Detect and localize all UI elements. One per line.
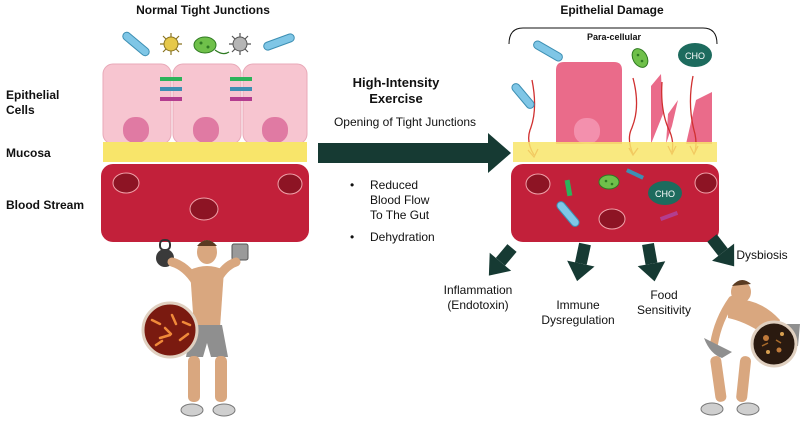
exercise-label-line2: Exercise [369, 91, 423, 106]
opening-label: Opening of Tight Junctions [334, 115, 476, 129]
rod-bacterium [122, 31, 150, 57]
red-blood-cell [277, 173, 303, 195]
left-mucosa [103, 142, 307, 162]
bullet-list: • Reduced Blood Flow To The Gut • Dehydr… [350, 178, 435, 244]
outcome-inflammation-line2: (Endotoxin) [447, 298, 508, 312]
virus-icon [160, 33, 182, 55]
paracellular-brace [508, 27, 718, 45]
bullet-2-line1: Dehydration [370, 230, 435, 244]
main-arrow [318, 133, 511, 173]
exercise-label-line1: High-Intensity [353, 75, 440, 90]
outcome-food-line1: Food [650, 288, 677, 302]
rod-bacterium [511, 83, 535, 109]
rod-bacterium [533, 40, 563, 62]
nucleus [193, 117, 219, 143]
purple-fragment [659, 211, 679, 221]
outcome-inflammation-line1: Inflammation [444, 283, 513, 297]
right-microbes-top: CHO [511, 40, 712, 109]
rod-bacterium [556, 201, 580, 227]
blue-fragment [625, 168, 645, 180]
arrow-dysbiosis [707, 234, 735, 267]
outcome-food-line2: Sensitivity [637, 303, 691, 317]
label-mucosa: Mucosa [6, 146, 51, 160]
red-blood-cell [112, 172, 140, 194]
bullet-2-marker: • [350, 230, 354, 244]
rod-bacterium [263, 33, 295, 51]
label-cells: Cells [6, 103, 35, 117]
green-bacterium-icon [631, 48, 649, 68]
red-blood-cell [598, 208, 626, 230]
left-microbes [122, 31, 295, 57]
arrow-food [637, 242, 666, 282]
nucleus [123, 117, 149, 143]
label-epithelial: Epithelial [6, 88, 59, 102]
left-blood-stream [101, 164, 309, 242]
green-bacterium-icon [598, 174, 620, 190]
outcome-immune-line1: Immune [556, 298, 600, 312]
left-title: Normal Tight Junctions [136, 3, 270, 17]
bullet-1-line3: To The Gut [370, 208, 430, 222]
red-blood-cell [525, 173, 551, 195]
right-mucosa [513, 142, 717, 162]
cho-label-blood: CHO [655, 189, 675, 199]
red-blood-cell [189, 197, 219, 221]
right-title: Epithelial Damage [560, 3, 664, 17]
bullet-1-marker: • [350, 178, 354, 192]
label-blood-stream: Blood Stream [6, 198, 84, 212]
arrow-immune [567, 242, 595, 282]
red-blood-cell [694, 172, 718, 194]
green-fragment [564, 179, 573, 197]
cho-molecule-icon: CHO [648, 181, 682, 205]
outcome-arrows [488, 234, 735, 282]
right-blood-stream: CHO [511, 164, 719, 242]
outcome-dysbiosis: Dysbiosis [736, 248, 787, 262]
tight-junctions [160, 77, 252, 101]
damaged-epithelial-cells [556, 62, 712, 144]
nucleus [262, 117, 288, 143]
bullet-1-line2: Blood Flow [370, 193, 430, 207]
gut-zoom-circle-left [141, 301, 199, 359]
cho-label-top: CHO [685, 51, 705, 61]
grey-virus-icon [229, 33, 251, 55]
green-bacterium-icon [193, 36, 230, 55]
normal-epithelial-cells [102, 63, 308, 145]
bullet-1-line1: Reduced [370, 178, 418, 192]
gut-zoom-circle-right [750, 320, 798, 368]
outcome-immune-line2: Dysregulation [541, 313, 614, 327]
arrow-inflammation [488, 244, 517, 276]
nucleus [574, 118, 600, 144]
cho-molecule-icon: CHO [678, 43, 712, 67]
paracellular-label: Para-cellular [587, 32, 642, 42]
